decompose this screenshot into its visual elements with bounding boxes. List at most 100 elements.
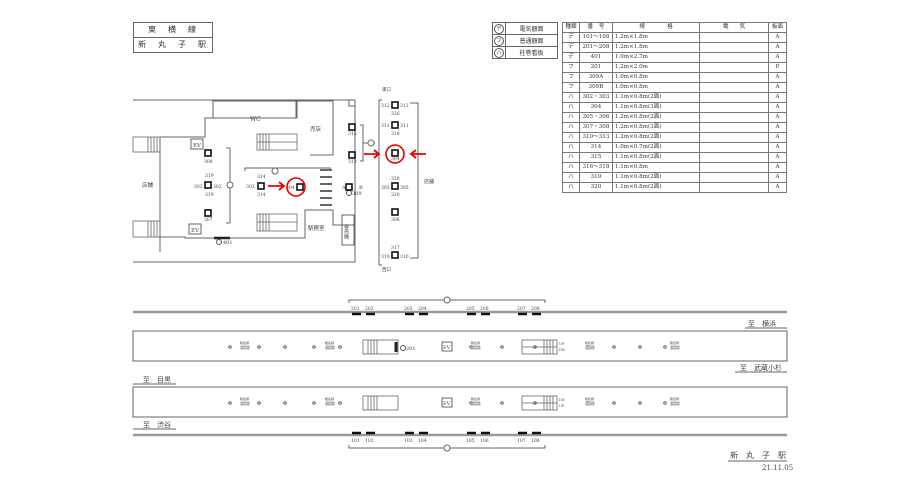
electric-sign-icon: デ	[494, 23, 504, 34]
sign-number: 304	[286, 185, 295, 191]
elevator-box	[441, 397, 453, 408]
legend: デ電気額面 フ普通額面 ハ柱巻看板	[492, 22, 558, 59]
sign-number: 310	[400, 254, 409, 260]
pillar-sign-icon	[391, 182, 399, 190]
sign-label: 駅名標	[670, 340, 679, 345]
board-number: 101	[351, 438, 360, 444]
board-number: 105	[466, 438, 475, 444]
pillar-sign-icon	[391, 251, 399, 259]
kiosk-label: 売店	[310, 125, 322, 133]
pillar-dot	[283, 345, 287, 349]
station-name-sign	[585, 401, 595, 406]
west-exit-label: 西口	[382, 267, 391, 273]
platform-stairs	[362, 339, 558, 411]
pillar-dot	[500, 345, 504, 349]
sign-number: 307	[204, 217, 213, 223]
sign-label: 駅名標	[471, 396, 480, 401]
board-number: 108	[531, 438, 540, 444]
board-number: 207	[517, 306, 526, 312]
dn-label: DN	[559, 348, 565, 352]
elevator-box	[190, 138, 204, 150]
pillar-sign-icon	[391, 101, 399, 109]
pillar-dot	[257, 401, 261, 405]
platform-diagram: 2011012021022031032041042051052061062071…	[132, 296, 788, 452]
pillar-sign-icon	[391, 208, 399, 216]
legend-item: デ 電気額面	[493, 23, 557, 34]
ev-label: EV	[443, 345, 451, 351]
direction-musashikosugi: 至 武蔵小杉	[740, 363, 782, 372]
label-a: A	[341, 185, 346, 191]
sign-number: 317	[391, 245, 400, 251]
sign-number: 315	[348, 131, 357, 137]
highlight-circle	[385, 144, 405, 164]
pillar-sign-icon	[391, 121, 399, 129]
platform-upper	[132, 330, 788, 362]
pillar-dot	[612, 401, 616, 405]
standard-sign-icon: フ	[494, 35, 504, 46]
board-number: 203	[404, 306, 413, 312]
signal-icon	[226, 181, 234, 189]
sign-label: 駅名標	[670, 396, 679, 401]
station-name-sign	[471, 345, 481, 350]
ev-label: EV	[193, 143, 202, 149]
board-number: 103	[404, 438, 413, 444]
pillar-sign-icon	[204, 209, 212, 217]
sign-number: 302	[194, 184, 203, 190]
sign-number: 303	[246, 184, 255, 190]
sign-number: 319	[205, 173, 214, 179]
highlight-circle	[286, 177, 306, 197]
board-number: 201	[351, 306, 360, 312]
sign-number: 314	[257, 174, 266, 180]
board-number: 107	[517, 438, 526, 444]
pillar-dot	[638, 401, 642, 405]
station-name-sign	[670, 401, 680, 406]
sign-number: 320	[391, 192, 400, 198]
sign-number: 314	[257, 192, 266, 198]
elevator-box	[441, 341, 453, 352]
pillar-sign-icon	[204, 181, 212, 189]
direction-meguro: 至 目黒	[143, 376, 171, 384]
legend-label: 電気額面	[519, 26, 544, 33]
pillar-dot	[612, 345, 616, 349]
station-name-sign	[670, 345, 680, 350]
pillar-sign-icon	[204, 149, 212, 157]
sign-label: 駅名標	[471, 340, 480, 345]
table-cell: 1.1m×0.8m(2面)	[611, 182, 701, 193]
ev-label: EV	[443, 401, 451, 407]
sign-label: 駅名標	[325, 340, 334, 345]
board-label: 309	[352, 191, 362, 197]
table-cell: A	[768, 182, 787, 193]
pillar-dot	[338, 401, 342, 405]
sign-number: 305	[400, 185, 409, 191]
wc-label: WC	[250, 116, 261, 123]
signal-icon	[443, 444, 451, 452]
station-name-sign	[471, 401, 481, 406]
shop-right-box	[410, 102, 419, 259]
pillar	[348, 99, 356, 107]
sign-number: 311	[400, 123, 409, 129]
up-label: UP	[559, 404, 565, 408]
signal-icon	[443, 296, 451, 304]
arrow-right-icon	[268, 181, 286, 191]
pillar-dot	[663, 345, 667, 349]
legend-label: 普通額面	[519, 38, 544, 45]
label-b: B	[359, 185, 363, 191]
sign-label: 駅名標	[585, 396, 594, 401]
board-icon	[400, 345, 406, 351]
footer-station: 新 丸 子 駅	[730, 450, 786, 460]
pillar-dot	[283, 401, 287, 405]
board-label: 401	[223, 240, 233, 246]
sign-number: 326	[391, 111, 400, 117]
elevator-box	[188, 223, 202, 235]
station-name-sign	[325, 401, 335, 406]
pillar-sign-icon	[345, 183, 353, 191]
ticket-machine	[341, 214, 355, 246]
direction-yokohama: 至 横浜	[748, 319, 776, 328]
pillar-dot	[338, 345, 342, 349]
sign-number: 304	[391, 156, 400, 162]
office-label: 駅務室	[308, 224, 325, 232]
